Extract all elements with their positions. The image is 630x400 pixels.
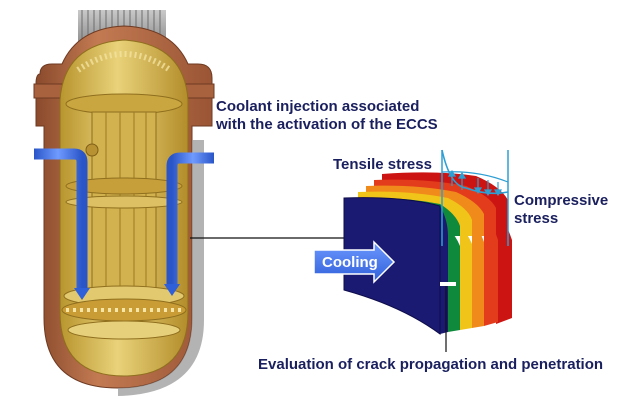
crack-marker — [440, 282, 456, 286]
compressive-label-line1: Compressive — [514, 192, 609, 209]
left-injection-pipe — [34, 148, 88, 292]
layer-green — [448, 228, 460, 332]
eccs-injection-label: Coolant injection associated with the ac… — [216, 98, 438, 134]
wall-cross-section — [343, 149, 512, 352]
tensile-arrows — [447, 169, 467, 190]
left-flow-arrow — [74, 288, 90, 300]
eccs-label-line2: with the activation of the ECCS — [216, 116, 438, 133]
compressive-label-line2: stress — [514, 210, 559, 227]
layer-orange — [472, 220, 484, 328]
crack-evaluation-label: Evaluation of crack propagation and pene… — [258, 356, 604, 373]
layer-yellow — [460, 226, 472, 330]
cooling-label: Cooling — [322, 254, 378, 271]
stress-distribution — [441, 149, 509, 246]
lower-core-plates — [61, 285, 187, 340]
right-injection-pipe — [166, 152, 214, 288]
coolant-injection-pipes — [34, 148, 214, 300]
cooling-arrow — [313, 240, 396, 284]
reactor-vessel — [33, 10, 215, 396]
layer-red — [484, 214, 498, 326]
stress-curve — [441, 149, 509, 195]
right-flow-arrow — [164, 284, 180, 296]
tensile-stress-label: Tensile stress — [333, 156, 432, 173]
compressive-stress-label: Compressive stress — [514, 192, 608, 228]
layer-red-outer — [496, 208, 512, 324]
compressive-arrows — [473, 178, 503, 197]
eccs-label-line1: Coolant injection associated — [216, 98, 420, 115]
